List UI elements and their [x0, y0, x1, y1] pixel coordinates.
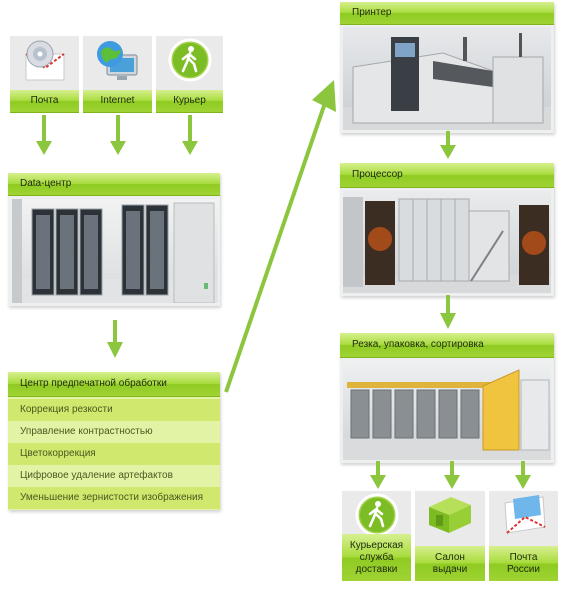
processor-machine-illustration — [343, 197, 551, 293]
server-racks-illustration — [12, 199, 218, 303]
delivery-label-line: Салон — [435, 552, 465, 563]
prepress-item: Уменьшение зернистости изображения — [8, 487, 220, 509]
source-label-courier: Курьер — [156, 90, 223, 113]
arrow-diagonal-to-printer — [224, 80, 336, 393]
printer-photo — [343, 27, 551, 130]
green-house-icon — [429, 497, 471, 533]
processor-photo — [343, 191, 551, 293]
walking-person-icon — [168, 38, 212, 82]
printer-title: Принтер — [340, 2, 554, 25]
arrow-down-datacenter — [107, 320, 123, 358]
delivery-label-line: Курьерская — [349, 540, 404, 551]
delivery-label-courier: Курьерская служба доставки — [342, 534, 411, 581]
source-label-mail: Почта — [10, 90, 79, 113]
cutting-photo — [343, 360, 551, 460]
arrow-down-courier-delivery — [370, 461, 386, 489]
arrow-down-mail — [36, 115, 52, 155]
arrow-down-post — [515, 461, 531, 489]
delivery-label-line: Почта — [509, 552, 538, 563]
source-label-internet: Internet — [83, 90, 152, 113]
source-tile-mail: Почта — [10, 36, 79, 113]
cutting-title: Резка, упаковка, сортировка — [340, 333, 554, 358]
datacenter-title: Data-центр — [8, 173, 220, 196]
prepress-list: Коррекция резкости Управление контрастно… — [8, 399, 220, 509]
arrow-down-courier — [182, 115, 198, 155]
delivery-label-line: доставки — [355, 564, 398, 575]
printer-machine-illustration — [343, 33, 551, 130]
delivery-label-line: служба — [359, 552, 394, 563]
sorting-line-illustration — [343, 369, 551, 460]
delivery-tile-post: Почта России — [489, 491, 558, 581]
delivery-tile-salon: Салон выдачи — [415, 491, 485, 581]
prepress-item: Цветокоррекция — [8, 443, 220, 465]
datacenter-photo — [12, 199, 218, 303]
walking-person-icon — [355, 493, 399, 537]
prepress-item: Цифровое удаление артефактов компрессии — [8, 465, 220, 503]
prepress-item: Управление контрастностью — [8, 421, 220, 443]
mail-cd-icon — [25, 40, 65, 81]
source-tile-internet: Internet — [83, 36, 152, 113]
delivery-label-post: Почта России — [489, 546, 558, 581]
mail-envelope-icon — [504, 495, 546, 534]
source-tile-courier: Курьер — [156, 36, 223, 113]
arrow-down-printer — [440, 131, 456, 159]
arrow-down-internet — [110, 115, 126, 155]
delivery-label-line: выдачи — [432, 564, 468, 575]
delivery-tile-courier: Курьерская служба доставки — [342, 491, 411, 581]
processor-title: Процессор — [340, 163, 554, 188]
arrow-down-processor — [440, 295, 456, 329]
delivery-label-line: России — [507, 564, 540, 575]
globe-monitor-icon — [97, 41, 138, 80]
delivery-label-salon: Салон выдачи — [415, 546, 485, 581]
prepress-title: Центр предпечатной обработки — [8, 372, 220, 397]
prepress-item: Коррекция резкости — [8, 399, 220, 421]
arrow-down-salon — [444, 461, 460, 489]
